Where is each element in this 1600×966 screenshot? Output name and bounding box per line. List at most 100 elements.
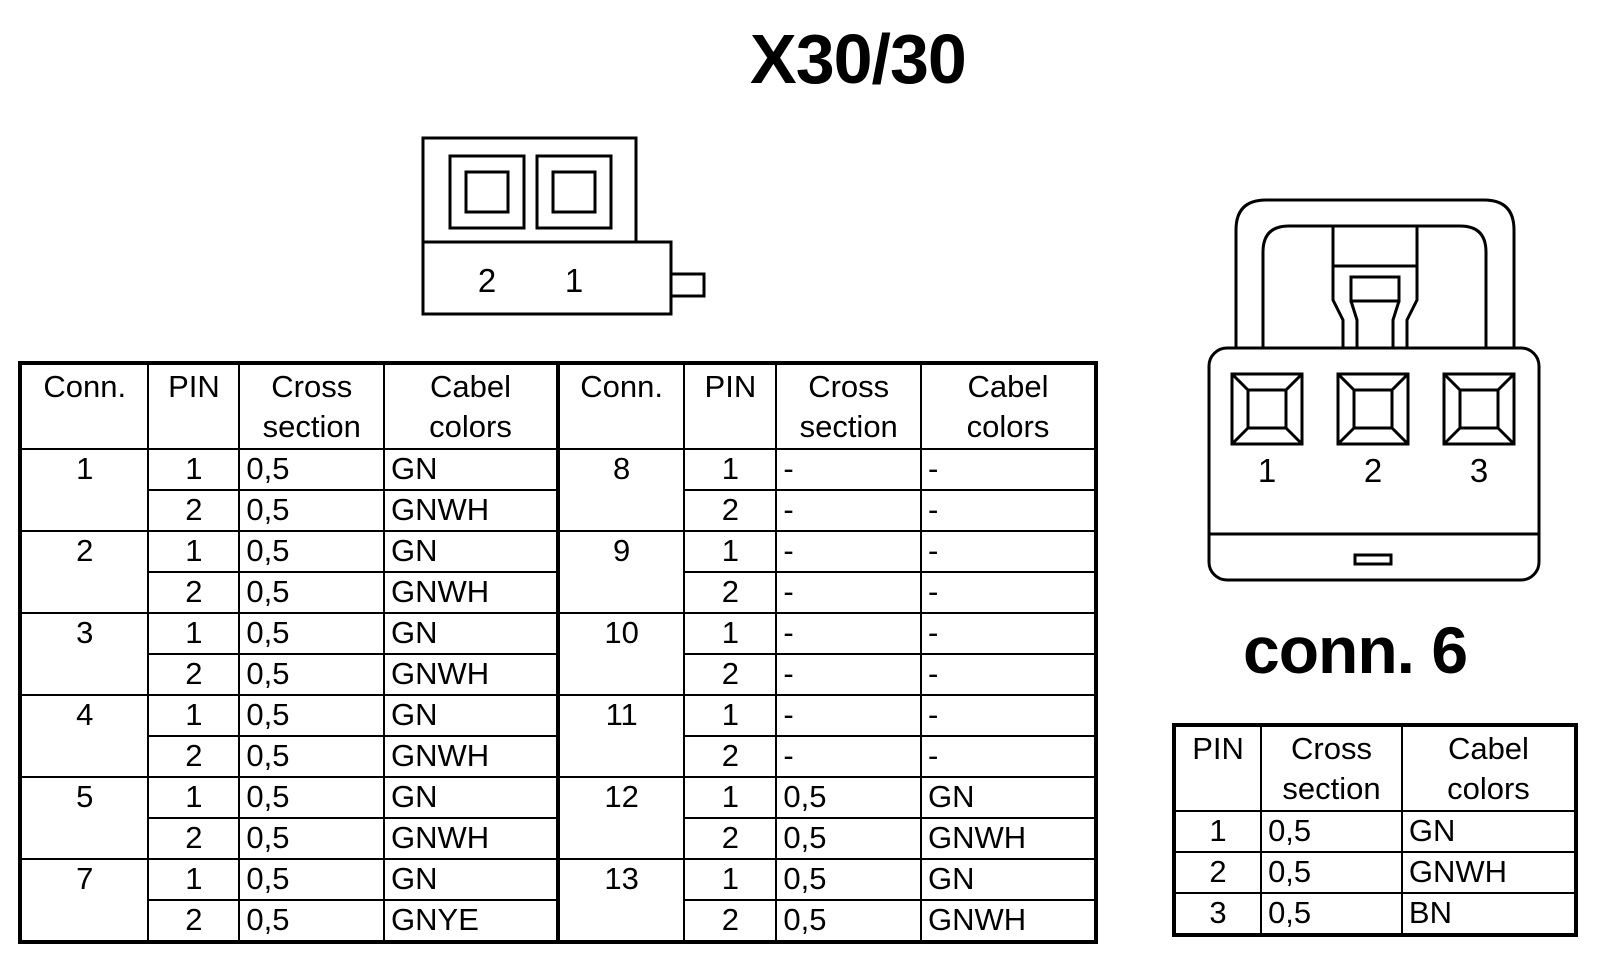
header-line: colors [1447,771,1530,806]
conn6-cavity-2 [1336,372,1410,446]
left-cross-section-cell: 0,5 [238,776,386,819]
header-line: section [262,409,361,444]
pin-cell: 3 [1172,892,1263,936]
left-cable-color-cell: GNWH [383,735,560,778]
left-cross-section-cell: 0,5 [238,530,386,573]
left-cross-section-cell: 0,5 [238,899,386,943]
left-cable-color-cell: GN [383,612,560,655]
left-cable-color-cell: GNYE [383,899,560,943]
header-line: colors [966,409,1050,444]
conn6-title: conn. 6 [1243,613,1468,687]
right-conn-cell: 12 [556,776,686,860]
pin-cell: 2 [1172,851,1263,894]
right-pin-cell: 1 [683,448,778,491]
left-pin-cell: 1 [147,694,241,737]
right-cable-color-cell: - [920,448,1097,491]
cross-section-cell: 0,5 [1260,892,1403,936]
left-cable-color-cell: GNWH [383,489,560,532]
left-conn-cell: 5 [18,776,150,860]
left-conn-cell: 1 [18,448,150,532]
header-line: Conn. [580,369,664,404]
diagram-title: X30/30 [750,20,967,98]
conn6-header-0: PIN [1172,724,1263,812]
conn6-pin-label-3: 3 [1470,452,1488,489]
conn6-cavity-3 [1442,372,1516,446]
right-cable-color-cell: GN [920,858,1097,901]
right-conn-cell: 10 [556,612,686,696]
header-line: PIN [168,369,220,404]
header-line: Cabel [967,369,1049,404]
right-cross-section-cell: 0,5 [775,899,922,943]
conn6-pin-label-2: 2 [1364,452,1382,489]
main-header-7: Cabel colors [920,362,1097,450]
left-conn-cell: 3 [18,612,150,696]
right-conn-cell: 13 [556,858,686,943]
left-cross-section-cell: 0,5 [238,653,386,696]
left-pin-cell: 1 [147,448,241,491]
right-cross-section-cell: 0,5 [775,776,922,819]
left-cross-section-cell: 0,5 [238,694,386,737]
x30-connector-drawing: 2 1 [421,136,706,316]
right-pin-cell: 2 [683,571,778,614]
header-line: section [799,409,898,444]
right-cross-section-cell: 0,5 [775,858,922,901]
right-pin-cell: 2 [683,653,778,696]
main-header-1: PIN [147,362,241,450]
right-pin-cell: 1 [683,858,778,901]
left-conn-cell: 2 [18,530,150,614]
left-conn-cell: 7 [18,858,150,943]
header-line: Cross [1291,731,1372,766]
right-cable-color-cell: GNWH [920,817,1097,860]
main-header-6: Cross section [775,362,922,450]
conn6-cavity-1 [1230,372,1304,446]
left-cross-section-cell: 0,5 [238,735,386,778]
left-pin-cell: 1 [147,858,241,901]
right-cable-color-cell: - [920,489,1097,532]
right-cable-color-cell: - [920,612,1097,655]
left-cross-section-cell: 0,5 [238,858,386,901]
right-cross-section-cell: - [775,571,922,614]
header-line: Cross [808,369,890,404]
left-conn-cell: 4 [18,694,150,778]
right-cable-color-cell: GN [920,776,1097,819]
left-pin-cell: 2 [147,653,241,696]
header-line: PIN [704,369,757,404]
main-header-4: Conn. [556,362,686,450]
left-pin-cell: 1 [147,530,241,573]
conn6-pin-label-1: 1 [1258,452,1276,489]
right-pin-cell: 2 [683,899,778,943]
cable-color-cell: BN [1400,892,1578,936]
header-line: Cabel [1447,731,1529,766]
right-cross-section-cell: - [775,530,922,573]
conn6-header-2: Cabel colors [1400,724,1578,812]
right-conn-cell: 11 [556,694,686,778]
left-cable-color-cell: GN [383,694,560,737]
left-pin-cell: 2 [147,817,241,860]
header-line: PIN [1192,731,1244,766]
right-pin-cell: 1 [683,694,778,737]
right-cable-color-cell: - [920,530,1097,573]
left-pin-cell: 1 [147,612,241,655]
left-cable-color-cell: GN [383,858,560,901]
left-cable-color-cell: GNWH [383,817,560,860]
right-cross-section-cell: - [775,694,922,737]
cross-section-cell: 0,5 [1260,851,1403,894]
right-cable-color-cell: - [920,694,1097,737]
header-line: Conn. [43,369,127,404]
right-pin-cell: 1 [683,776,778,819]
left-cross-section-cell: 0,5 [238,612,386,655]
right-cable-color-cell: - [920,571,1097,614]
